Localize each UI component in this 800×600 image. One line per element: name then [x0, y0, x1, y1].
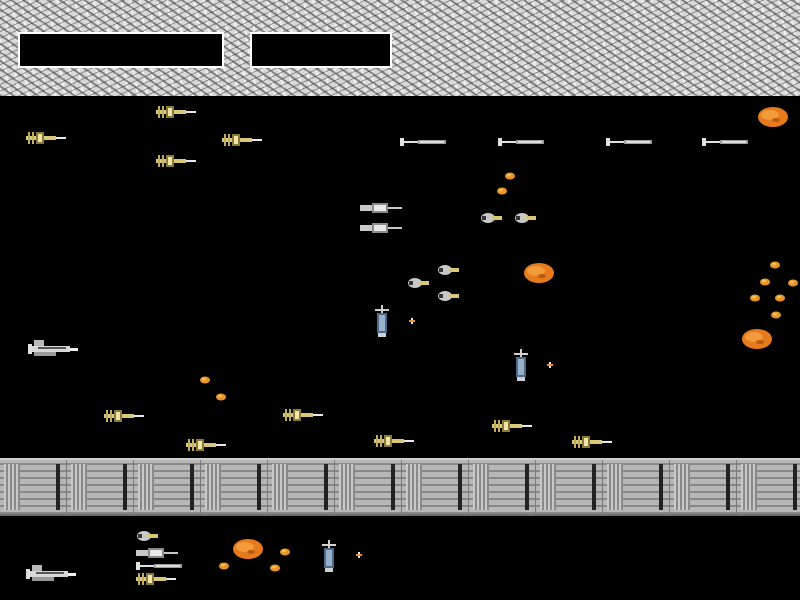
drone-icon — [136, 573, 176, 585]
mech-icon — [375, 305, 389, 337]
floor-tile — [268, 460, 335, 514]
drone-icon — [374, 435, 414, 447]
small-rock-icon — [497, 187, 507, 195]
floor-tile — [737, 460, 800, 514]
drone-icon — [283, 409, 323, 421]
asteroid-icon — [758, 107, 788, 127]
drone-icon — [222, 134, 262, 146]
drone-icon — [186, 439, 226, 451]
small-rock-icon — [771, 311, 781, 319]
pod-icon — [515, 213, 536, 223]
pod-icon — [438, 265, 459, 275]
floor-tile — [536, 460, 603, 514]
asteroid-icon — [742, 329, 772, 349]
small-rock-icon — [775, 294, 785, 302]
floor-tile — [67, 460, 134, 514]
fighter-icon — [702, 138, 748, 146]
fighter-icon — [498, 138, 544, 146]
pod-icon — [408, 278, 429, 288]
spark-icon — [356, 552, 362, 558]
pod-icon — [481, 213, 502, 223]
fighter-icon — [400, 138, 446, 146]
pod-icon — [438, 291, 459, 301]
small-rock-icon — [216, 393, 226, 401]
player-ship-icon — [26, 565, 76, 581]
spark-icon — [547, 362, 553, 368]
floor-tile — [469, 460, 536, 514]
drone-icon — [492, 420, 532, 432]
floor-tile — [335, 460, 402, 514]
hud-status-panel — [250, 32, 392, 68]
hud-score-panel — [18, 32, 224, 68]
drone-icon — [26, 132, 66, 144]
small-rock-icon — [760, 278, 770, 286]
drone-icon — [572, 436, 612, 448]
mech-icon — [514, 349, 528, 381]
small-rock-icon — [770, 261, 780, 269]
small-rock-icon — [280, 548, 290, 556]
probe-icon — [360, 223, 402, 233]
small-rock-icon — [270, 564, 280, 572]
floor-tile — [603, 460, 670, 514]
drone-icon — [156, 106, 196, 118]
asteroid-icon — [524, 263, 554, 283]
fighter-icon — [606, 138, 652, 146]
player-ship-icon — [28, 340, 78, 356]
spark-icon — [409, 318, 415, 324]
small-rock-icon — [750, 294, 760, 302]
hud-stone-band — [0, 0, 800, 96]
fighter-icon — [136, 562, 182, 570]
floor-tile — [201, 460, 268, 514]
floor-tile-strip — [0, 458, 800, 516]
floor-tile — [670, 460, 737, 514]
drone-icon — [104, 410, 144, 422]
floor-tile — [0, 460, 67, 514]
pod-icon — [137, 531, 158, 541]
small-rock-icon — [219, 562, 229, 570]
small-rock-icon — [788, 279, 798, 287]
small-rock-icon — [505, 172, 515, 180]
asteroid-icon — [233, 539, 263, 559]
mech-icon — [322, 540, 336, 572]
probe-icon — [360, 203, 402, 213]
floor-tile — [402, 460, 469, 514]
drone-icon — [156, 155, 196, 167]
probe-icon — [136, 548, 178, 558]
floor-tile — [134, 460, 201, 514]
small-rock-icon — [200, 376, 210, 384]
